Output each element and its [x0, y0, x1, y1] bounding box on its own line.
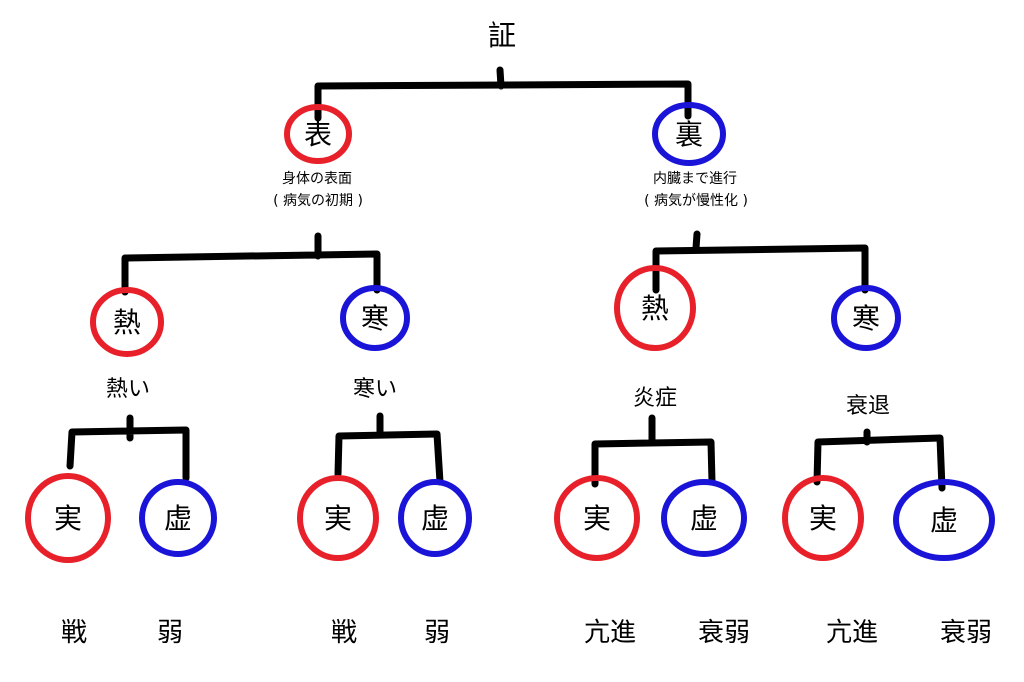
- level3-label-5: 虚: [690, 502, 718, 535]
- ura-desc-line2: ( 病気が慢性化 ): [644, 192, 748, 209]
- level3-circle-3: [398, 479, 472, 557]
- level3-label-1: 虚: [164, 502, 192, 535]
- connector-kan-2: [813, 428, 946, 492]
- ura-desc-line1: 内臓まで進行: [653, 171, 737, 187]
- omote-label: 表: [304, 118, 332, 151]
- level2-sub-2: 炎症: [633, 386, 677, 411]
- level3-circle-5: [661, 479, 747, 557]
- level3-circle-4: [554, 475, 640, 561]
- level2-circle-3: [831, 285, 901, 351]
- level3-bottom-0: 戦: [61, 618, 87, 648]
- connector-kan-1: [334, 412, 444, 486]
- level3-circle-0: [25, 473, 111, 563]
- ura-label: 裏: [675, 118, 703, 151]
- level2-label-1: 寒: [361, 302, 389, 335]
- connector-root: [314, 66, 692, 122]
- level2-circle-0: [90, 287, 164, 357]
- level3-circle-6: [782, 475, 864, 561]
- level3-label-6: 実: [809, 502, 837, 535]
- omote-circle: [284, 104, 352, 164]
- level3-bottom-5: 衰弱: [698, 618, 750, 648]
- level3-label-0: 実: [54, 502, 82, 535]
- level3-group: 実戦 虚弱 実戦 虚弱 実亢進 虚衰弱 実亢進 虚衰弱: [25, 473, 995, 648]
- level2-label-0: 熱: [113, 306, 141, 339]
- level3-bottom-3: 弱: [424, 618, 450, 648]
- level2-group: 熱熱い 寒寒い 熱炎症 寒衰退: [90, 265, 901, 419]
- level3-bottom-1: 弱: [157, 618, 183, 648]
- level3-circle-2: [297, 475, 379, 561]
- connector-omote: [121, 232, 381, 296]
- level2-sub-1: 寒い: [353, 377, 397, 402]
- level3-circle-7: [893, 479, 995, 561]
- level2-circle-1: [340, 285, 410, 351]
- level3-bottom-7: 衰弱: [940, 618, 992, 648]
- level3-bottom-2: 戦: [331, 618, 357, 648]
- level3-label-7: 虚: [930, 504, 958, 537]
- ura-circle: [652, 102, 726, 166]
- level2-label-3: 寒: [852, 302, 880, 335]
- level3-bottom-4: 亢進: [584, 618, 636, 648]
- level2-circle-2: [614, 265, 696, 351]
- level2-sub-3: 衰退: [846, 394, 890, 419]
- level3-label-3: 虚: [421, 502, 449, 535]
- level3-label-4: 実: [583, 502, 611, 535]
- level2-label-2: 熱: [641, 292, 669, 325]
- connector-netsu-1: [66, 414, 190, 482]
- level3-label-2: 実: [324, 502, 352, 535]
- connector-netsu-2: [591, 414, 716, 488]
- omote-desc-line2: ( 病気の初期 ): [273, 192, 363, 209]
- omote-desc-line1: 身体の表面: [282, 171, 352, 187]
- root-label: 証: [488, 19, 516, 52]
- level2-sub-0: 熱い: [106, 377, 150, 402]
- level3-bottom-6: 亢進: [826, 618, 878, 648]
- level3-circle-1: [139, 479, 217, 557]
